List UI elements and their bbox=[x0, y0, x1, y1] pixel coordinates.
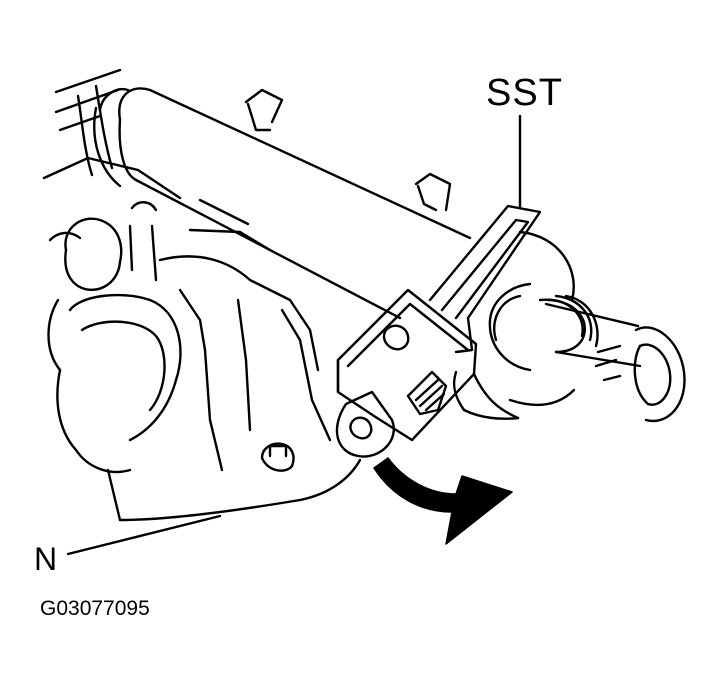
shaft-cylinder bbox=[93, 87, 472, 320]
n-label: N bbox=[34, 541, 58, 577]
sst-tool bbox=[335, 204, 576, 458]
output-tube bbox=[488, 282, 686, 423]
transmission-housing bbox=[42, 68, 362, 522]
curved-arrow-clockwise-icon bbox=[373, 457, 513, 545]
figure-id: G03077095 bbox=[40, 597, 150, 620]
leader-line-n bbox=[66, 514, 222, 556]
sst-label: SST bbox=[486, 72, 563, 114]
